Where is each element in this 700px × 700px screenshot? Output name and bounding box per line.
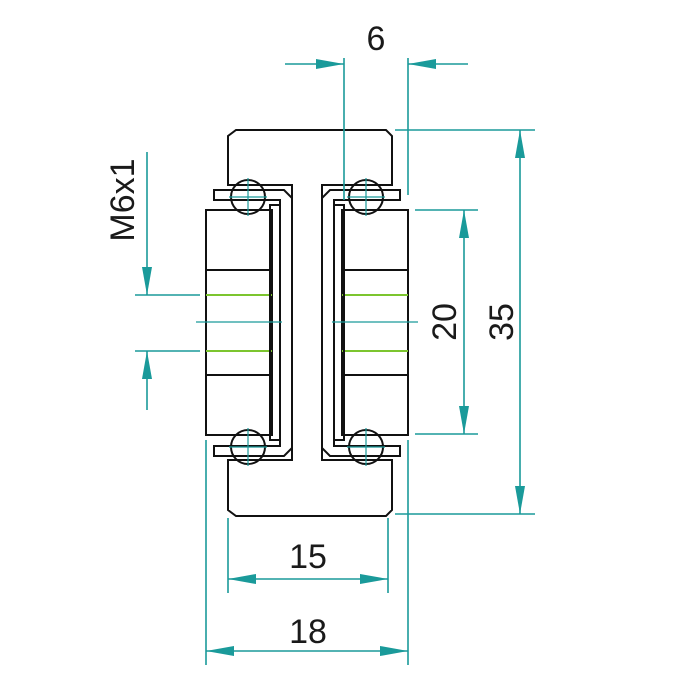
ball-top-right bbox=[347, 178, 385, 216]
dimension-20: 20 bbox=[415, 209, 478, 435]
left-channel-profile bbox=[213, 189, 293, 457]
dimension-20-label: 20 bbox=[426, 303, 464, 341]
ball-bearings bbox=[229, 178, 385, 466]
dimension-15-label: 15 bbox=[289, 538, 327, 576]
dimension-15: 15 bbox=[227, 518, 389, 593]
dimension-18-label: 18 bbox=[289, 613, 327, 651]
dimension-18: 18 bbox=[205, 440, 409, 665]
ball-top-left bbox=[229, 178, 267, 216]
dimension-35: 35 bbox=[395, 129, 535, 515]
ball-bottom-right bbox=[347, 428, 385, 466]
dimension-thread: M6x1 bbox=[104, 152, 200, 410]
outer-housing bbox=[227, 129, 393, 517]
right-channel-profile bbox=[321, 189, 401, 457]
dimension-6-label: 6 bbox=[367, 20, 386, 58]
dimension-thread-label: M6x1 bbox=[104, 158, 142, 241]
dimension-35-label: 35 bbox=[483, 303, 521, 341]
ball-bottom-left bbox=[229, 428, 267, 466]
dimension-6: 6 bbox=[285, 20, 468, 200]
